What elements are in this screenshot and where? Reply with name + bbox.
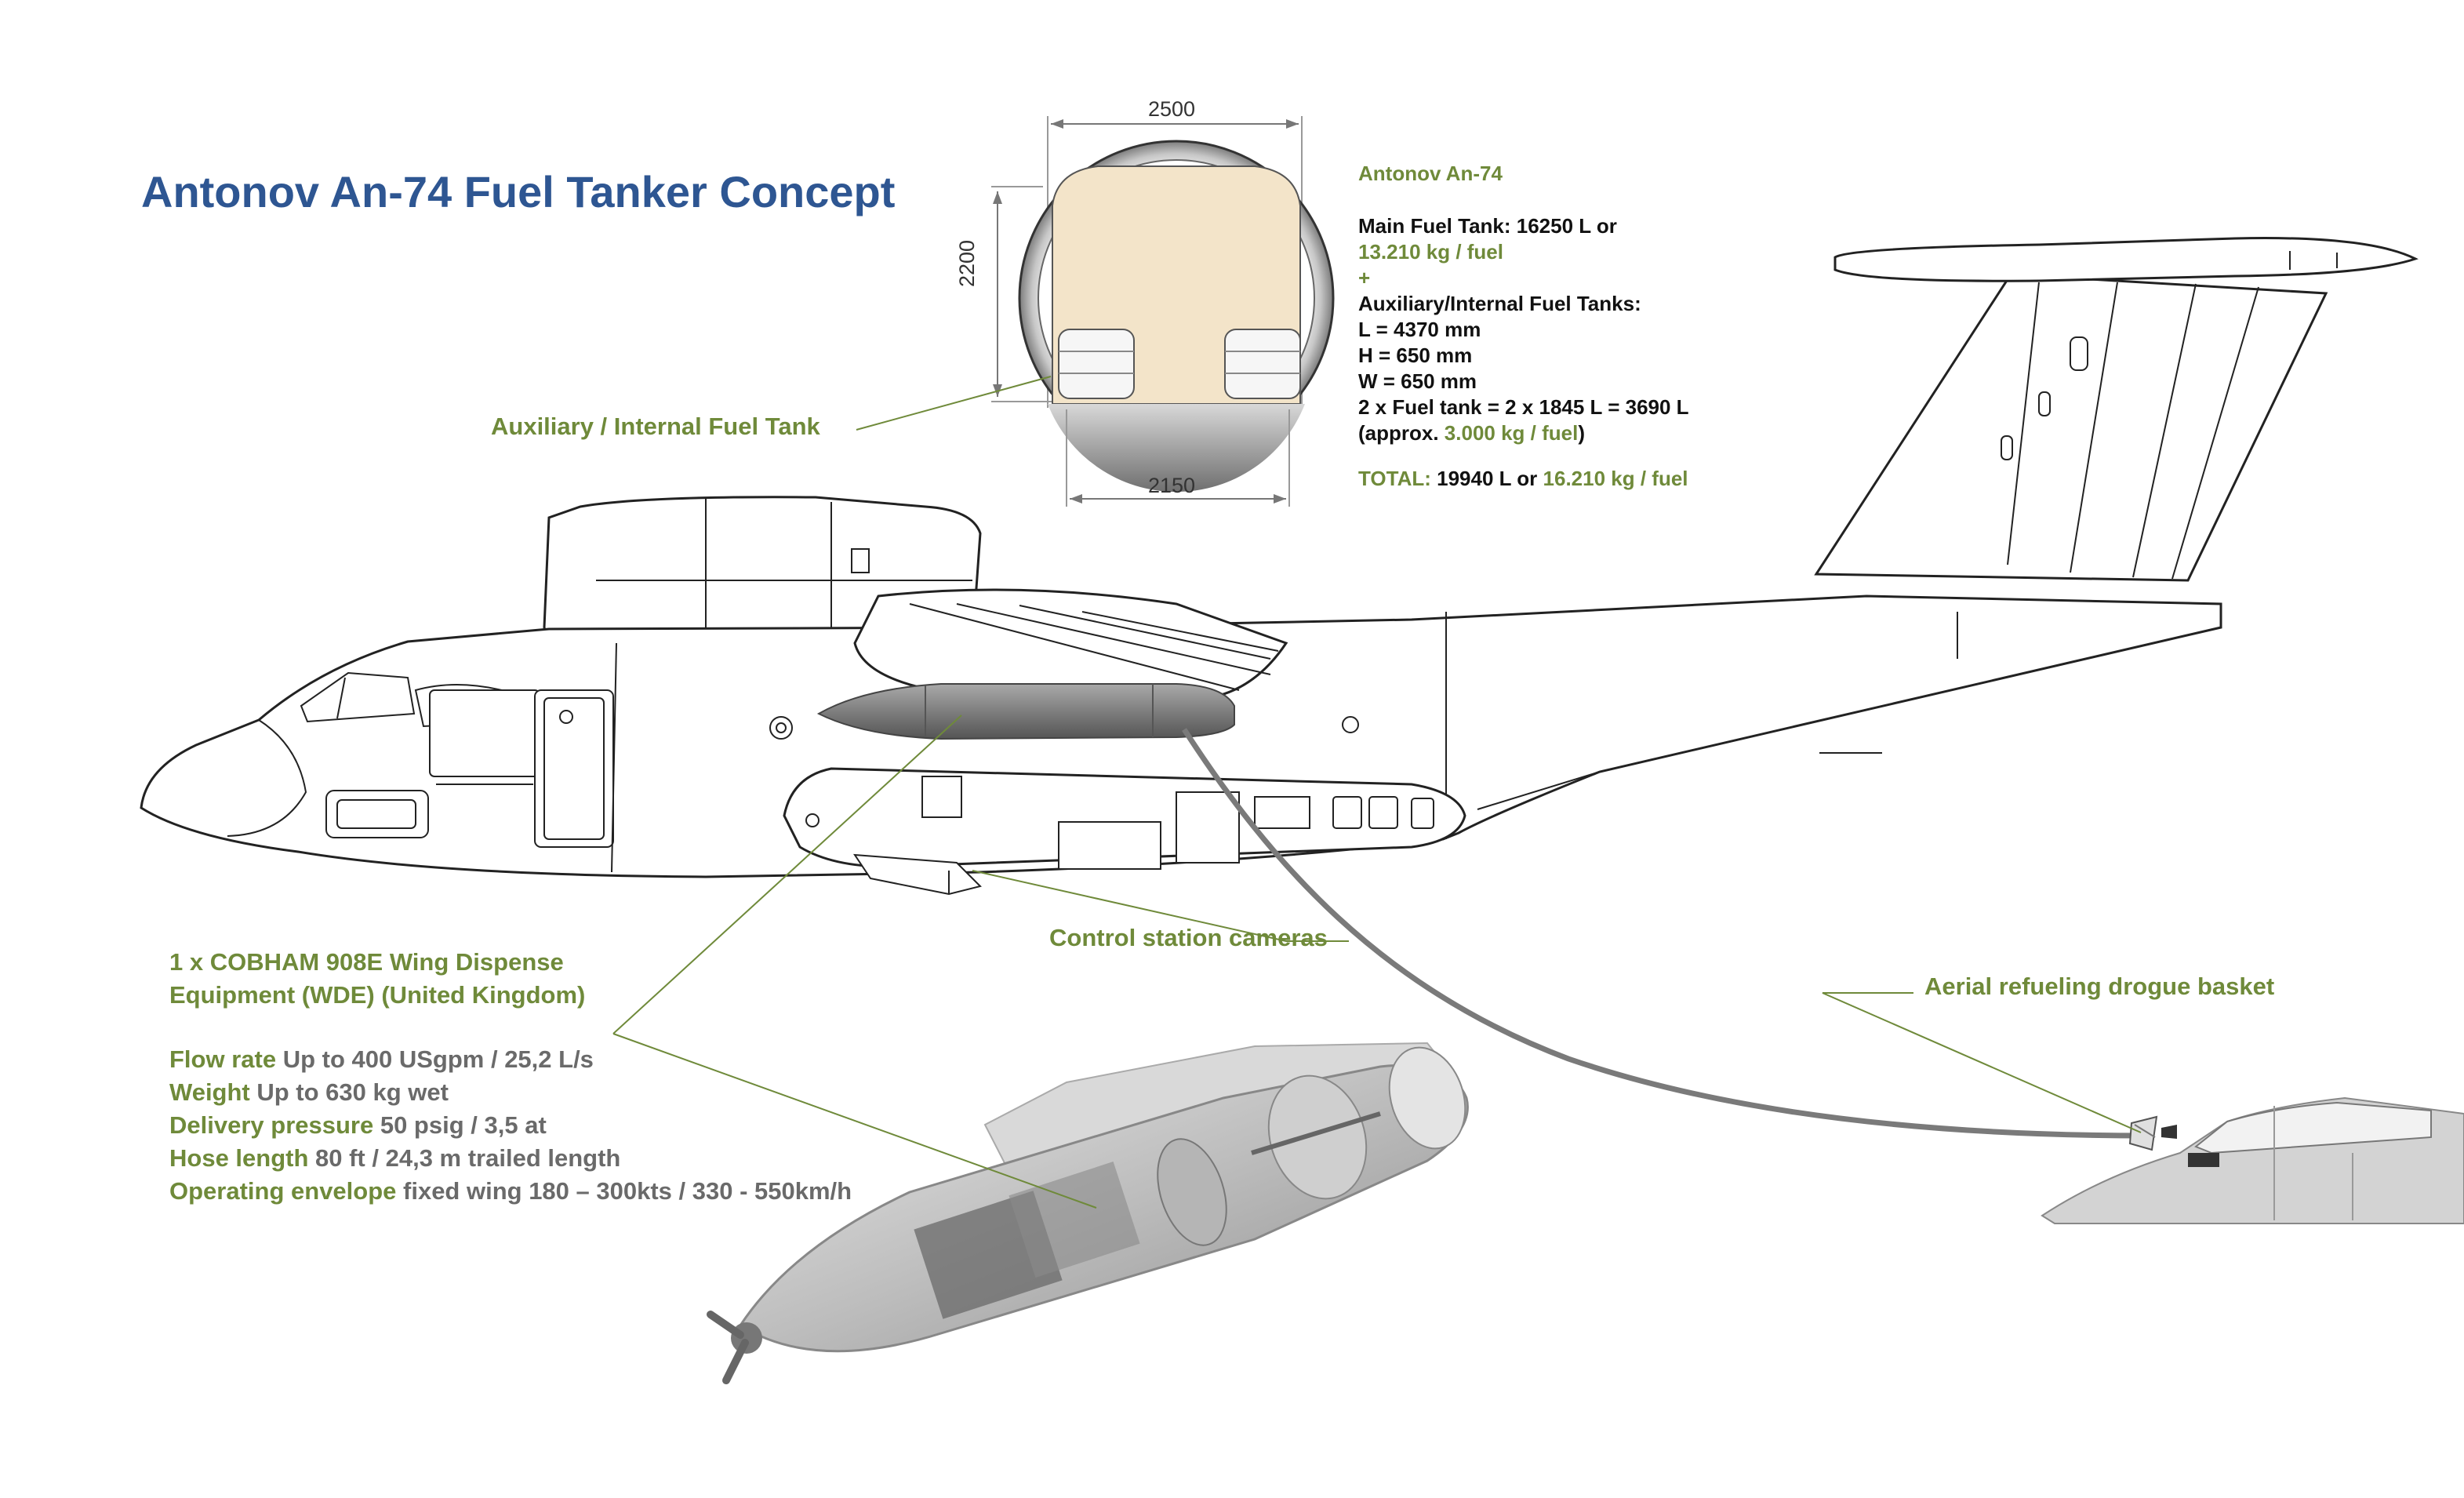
wde-label: Weight xyxy=(169,1078,250,1106)
tail-fin xyxy=(1814,237,2419,582)
spec-aux-tanks: 2 x Fuel tank = 2 x 1845 L = 3690 L xyxy=(1358,395,1689,419)
label-drogue-basket: Aerial refueling drogue basket xyxy=(1924,973,2275,1000)
spec-heading: Antonov An-74 xyxy=(1358,162,1503,185)
dimension-bottom-width: 2150 xyxy=(1148,474,1196,497)
fuselage-cross-section xyxy=(991,116,1335,507)
wde-value: Up to 630 kg wet xyxy=(249,1078,449,1106)
dimension-top-width: 2500 xyxy=(1148,97,1196,121)
wde-row-weight: Weight Up to 630 kg wet xyxy=(169,1076,449,1109)
wde-name-line2: Equipment (WDE) (United Kingdom) xyxy=(169,981,586,1009)
spec-approx: (approx. 3.000 kg / fuel) xyxy=(1358,420,1585,446)
wde-row-hose-length: Hose length 80 ft / 24,3 m trailed lengt… xyxy=(169,1142,620,1175)
wde-row-operating-envelope: Operating envelope fixed wing 180 – 300k… xyxy=(169,1175,852,1208)
wde-label: Delivery pressure xyxy=(169,1111,374,1139)
wde-label: Hose length xyxy=(169,1144,309,1172)
label-aux-fuel-tank: Auxiliary / Internal Fuel Tank xyxy=(491,413,820,440)
wde-value: 80 ft / 24,3 m trailed length xyxy=(308,1144,621,1172)
spec-aux-height: H = 650 mm xyxy=(1358,344,1473,367)
wde-pod-illustration xyxy=(707,1042,1469,1384)
refueling-hose xyxy=(1182,728,2150,1139)
label-control-cameras: Control station cameras xyxy=(1049,924,1328,951)
page-title: Antonov An-74 Fuel Tanker Concept xyxy=(141,167,896,216)
spec-aux-heading: Auxiliary/Internal Fuel Tanks: xyxy=(1358,292,1641,315)
receiver-aircraft xyxy=(2041,1096,2464,1224)
spec-total-kg: 16.210 kg / fuel xyxy=(1543,467,1688,490)
wde-row-flow-rate: Flow rate Up to 400 USgpm / 25,2 L/s xyxy=(169,1043,594,1076)
fuselage xyxy=(140,588,2222,896)
spec-aux-width: W = 650 mm xyxy=(1358,369,1477,393)
spec-total: TOTAL: 19940 L or 16.210 kg / fuel xyxy=(1358,466,1688,492)
wde-value: 50 psig / 3,5 at xyxy=(373,1111,547,1139)
spec-approx-value: 3.000 kg / fuel xyxy=(1444,421,1579,445)
wde-label: Flow rate xyxy=(169,1045,277,1073)
spec-approx-prefix: (approx. xyxy=(1358,421,1445,445)
wde-value: fixed wing 180 – 300kts / 330 - 550km/h xyxy=(396,1177,852,1205)
drogue-basket xyxy=(2128,1115,2177,1151)
leader-lines xyxy=(612,376,2142,1209)
spec-main-tank: Main Fuel Tank: 16250 L or xyxy=(1358,214,1617,238)
wde-name-line1: 1 x COBHAM 908E Wing Dispense xyxy=(169,948,564,976)
wde-value: Up to 400 USgpm / 25,2 L/s xyxy=(276,1045,594,1073)
wde-row-delivery-pressure: Delivery pressure 50 psig / 3,5 at xyxy=(169,1109,547,1142)
refueling-pod xyxy=(816,683,1235,740)
spec-total-label: TOTAL: xyxy=(1358,467,1437,490)
spec-plus: + xyxy=(1358,266,1371,289)
spec-aux-length: L = 4370 mm xyxy=(1358,318,1481,341)
spec-approx-suffix: ) xyxy=(1578,421,1585,445)
spec-main-tank-kg: 13.210 kg / fuel xyxy=(1358,240,1503,264)
spec-total-liters: 19940 L or xyxy=(1437,467,1543,490)
wde-label: Operating envelope xyxy=(169,1177,397,1205)
dimension-height: 2200 xyxy=(955,239,979,287)
